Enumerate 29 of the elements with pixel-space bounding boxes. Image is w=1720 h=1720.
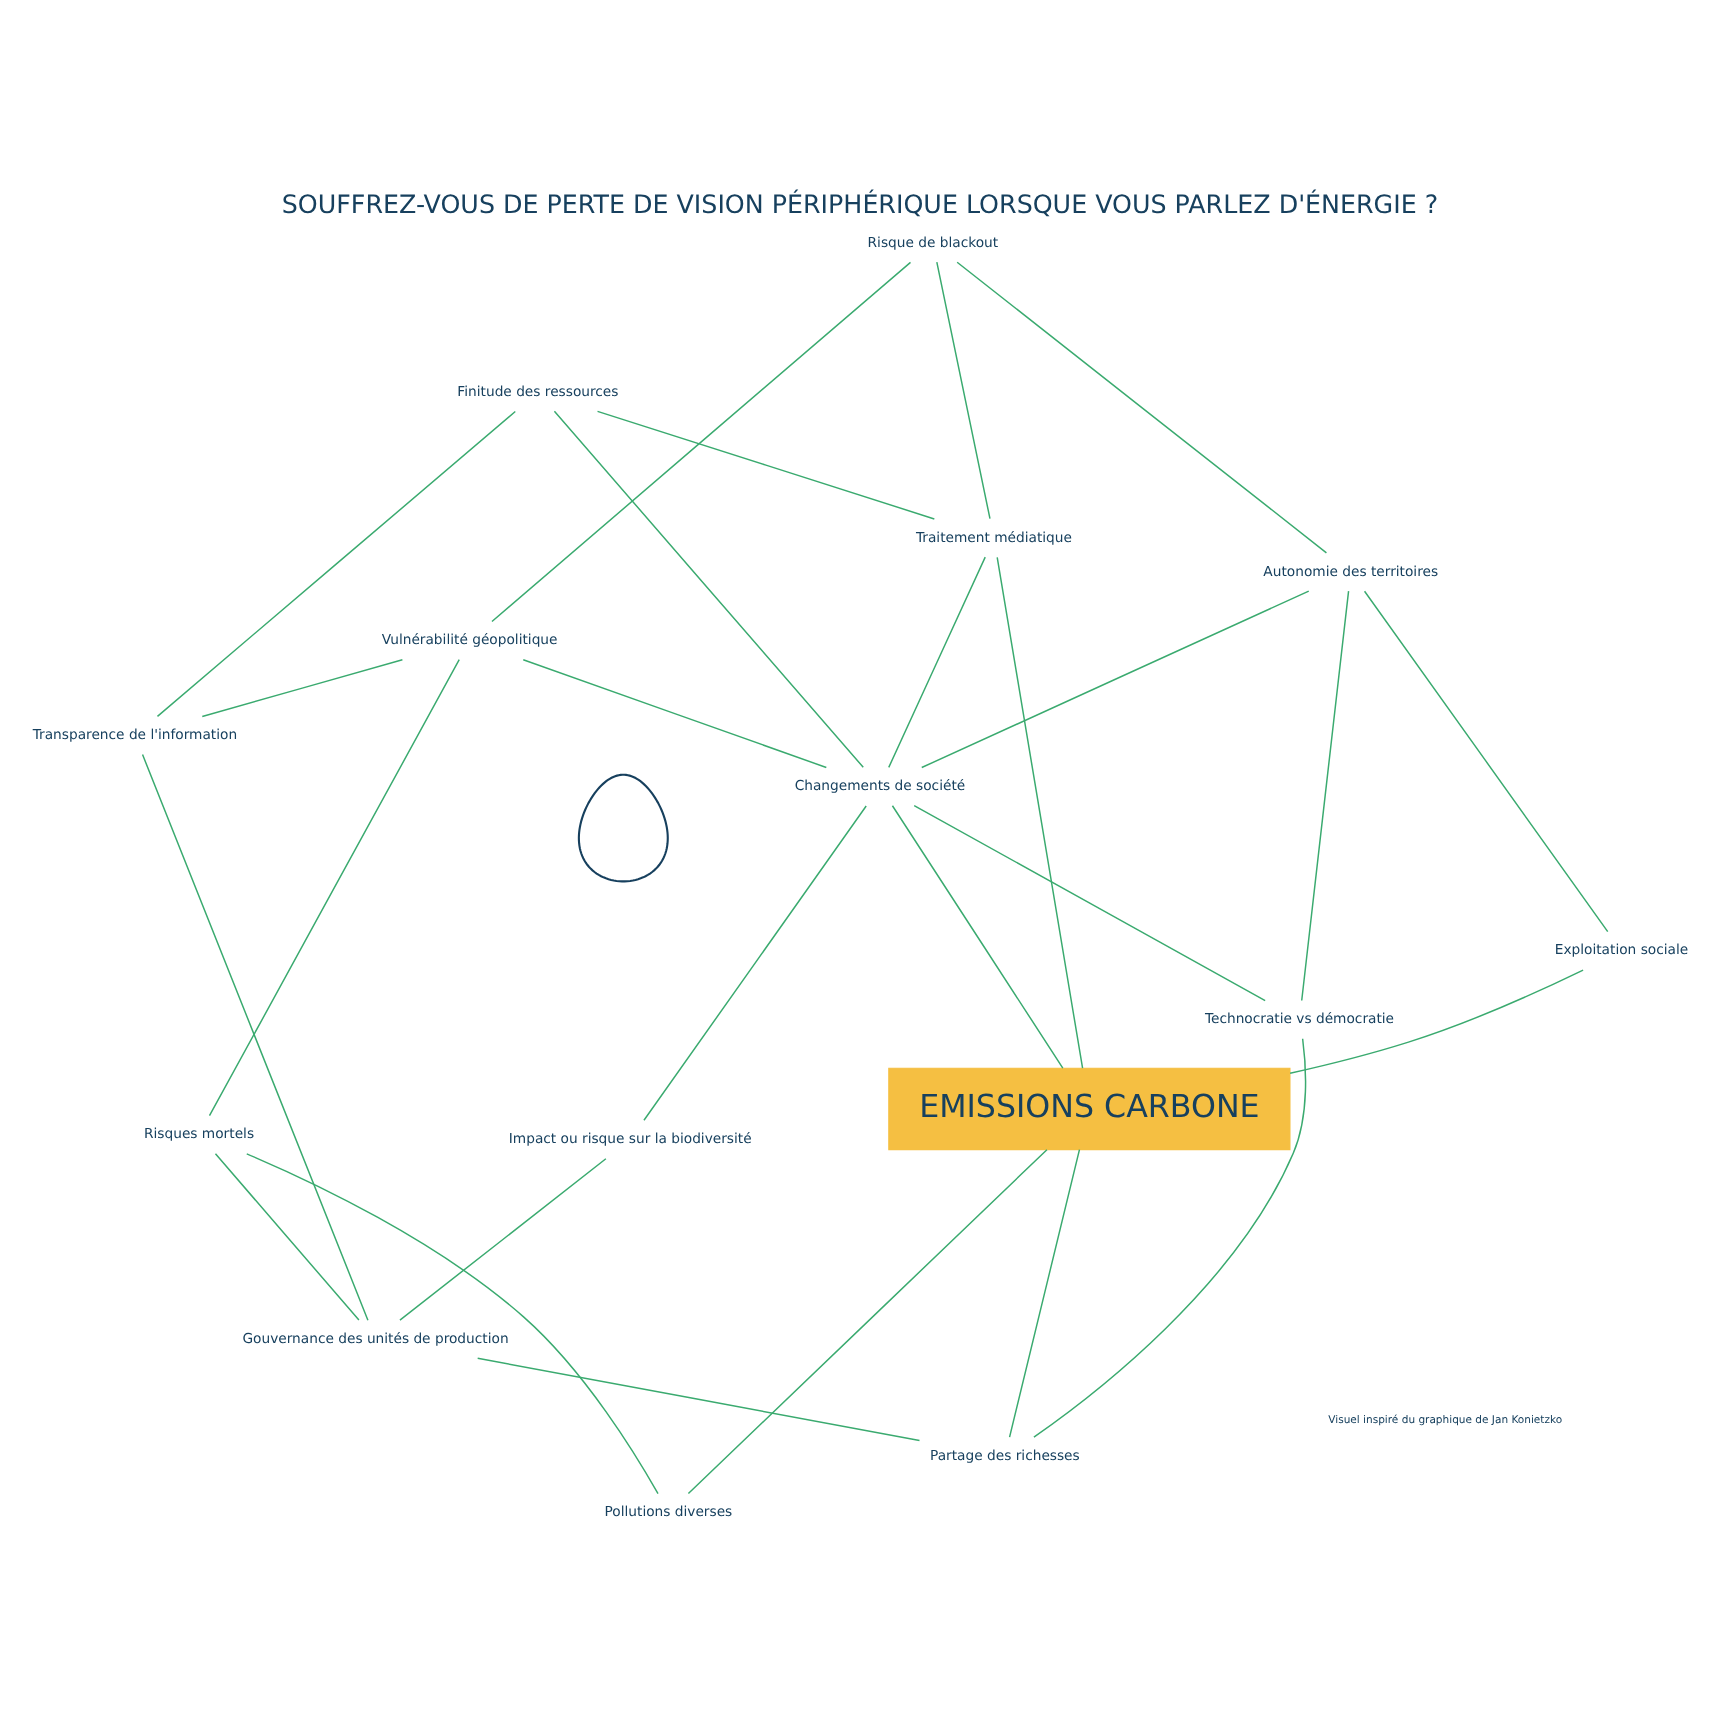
connector xyxy=(1008,1148,1081,1438)
node-box: EMISSIONS CARBONE xyxy=(888,1067,1291,1151)
connector xyxy=(891,805,1064,1069)
connector xyxy=(476,1357,921,1442)
connector xyxy=(1300,590,1350,1002)
connector xyxy=(956,261,1328,554)
connector xyxy=(214,1153,360,1321)
connector xyxy=(201,659,404,718)
connector xyxy=(596,410,936,520)
connector xyxy=(1289,969,1584,1074)
connector xyxy=(687,1148,1048,1495)
connector xyxy=(491,261,912,623)
node-person xyxy=(577,773,669,883)
connector xyxy=(246,1153,659,1495)
connector xyxy=(553,410,864,768)
connector xyxy=(913,804,1266,1002)
connector xyxy=(936,261,991,520)
connector xyxy=(996,556,1084,1069)
connector xyxy=(921,590,1310,769)
connector xyxy=(399,1158,607,1321)
connector xyxy=(643,805,867,1121)
connector xyxy=(1363,590,1609,933)
connector xyxy=(208,658,460,1117)
connector xyxy=(141,753,369,1321)
diagram-title: SOUFFREZ-VOUS DE PERTE DE VISION PÉRIPHÉRIQUE LORSQUE VOUS PARLEZ D'ÉNERGIE ? xyxy=(281,188,1439,219)
connector xyxy=(522,659,828,769)
connector xyxy=(156,410,517,718)
connector xyxy=(888,556,986,769)
connector xyxy=(1033,1038,1307,1438)
